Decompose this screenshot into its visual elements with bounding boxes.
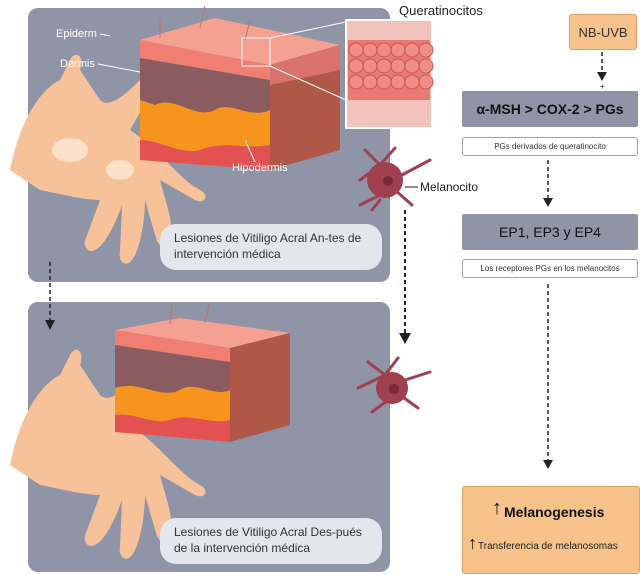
pathway-step1-note: PGs derivados de queratinocito xyxy=(462,137,638,156)
caption-before: Lesiones de Vitiligo Acral An-tes de int… xyxy=(160,224,382,270)
outcome-box xyxy=(462,486,640,574)
outcome-main: Melanogenesis xyxy=(504,504,605,520)
melanocyte-top xyxy=(358,146,432,212)
label-epidermis: Epiderm xyxy=(56,28,97,40)
label-keratinocytes: Queratinocitos xyxy=(399,3,483,18)
vitiligo-patch xyxy=(52,138,88,162)
label-hypodermis: Hipodermis xyxy=(232,162,288,174)
outcome-sub: Transferencia de melanosomas xyxy=(478,541,618,552)
plus-sign: + xyxy=(600,82,605,91)
pathway-step1: α-MSH > COX-2 > PGs xyxy=(462,91,638,127)
melanocyte-bottom xyxy=(356,356,432,414)
label-melanocyte: Melanocito xyxy=(420,180,479,194)
up-arrow-icon: ↑ xyxy=(468,533,477,553)
keratinocyte-inset xyxy=(345,19,434,129)
label-dermis: Dermis xyxy=(60,58,95,70)
caption-after: Lesiones de Vitiligo Acral Des-pués de l… xyxy=(160,518,382,564)
pathway-step2-note: Los receptores PGs en los melanocitos xyxy=(462,259,638,278)
nbuvb-box: NB-UVB xyxy=(569,14,637,50)
pathway-step2: EP1, EP3 y EP4 xyxy=(462,214,638,250)
hand-top xyxy=(10,54,206,264)
hand-bottom xyxy=(10,349,206,559)
up-arrow-icon: ↑ xyxy=(492,497,502,519)
